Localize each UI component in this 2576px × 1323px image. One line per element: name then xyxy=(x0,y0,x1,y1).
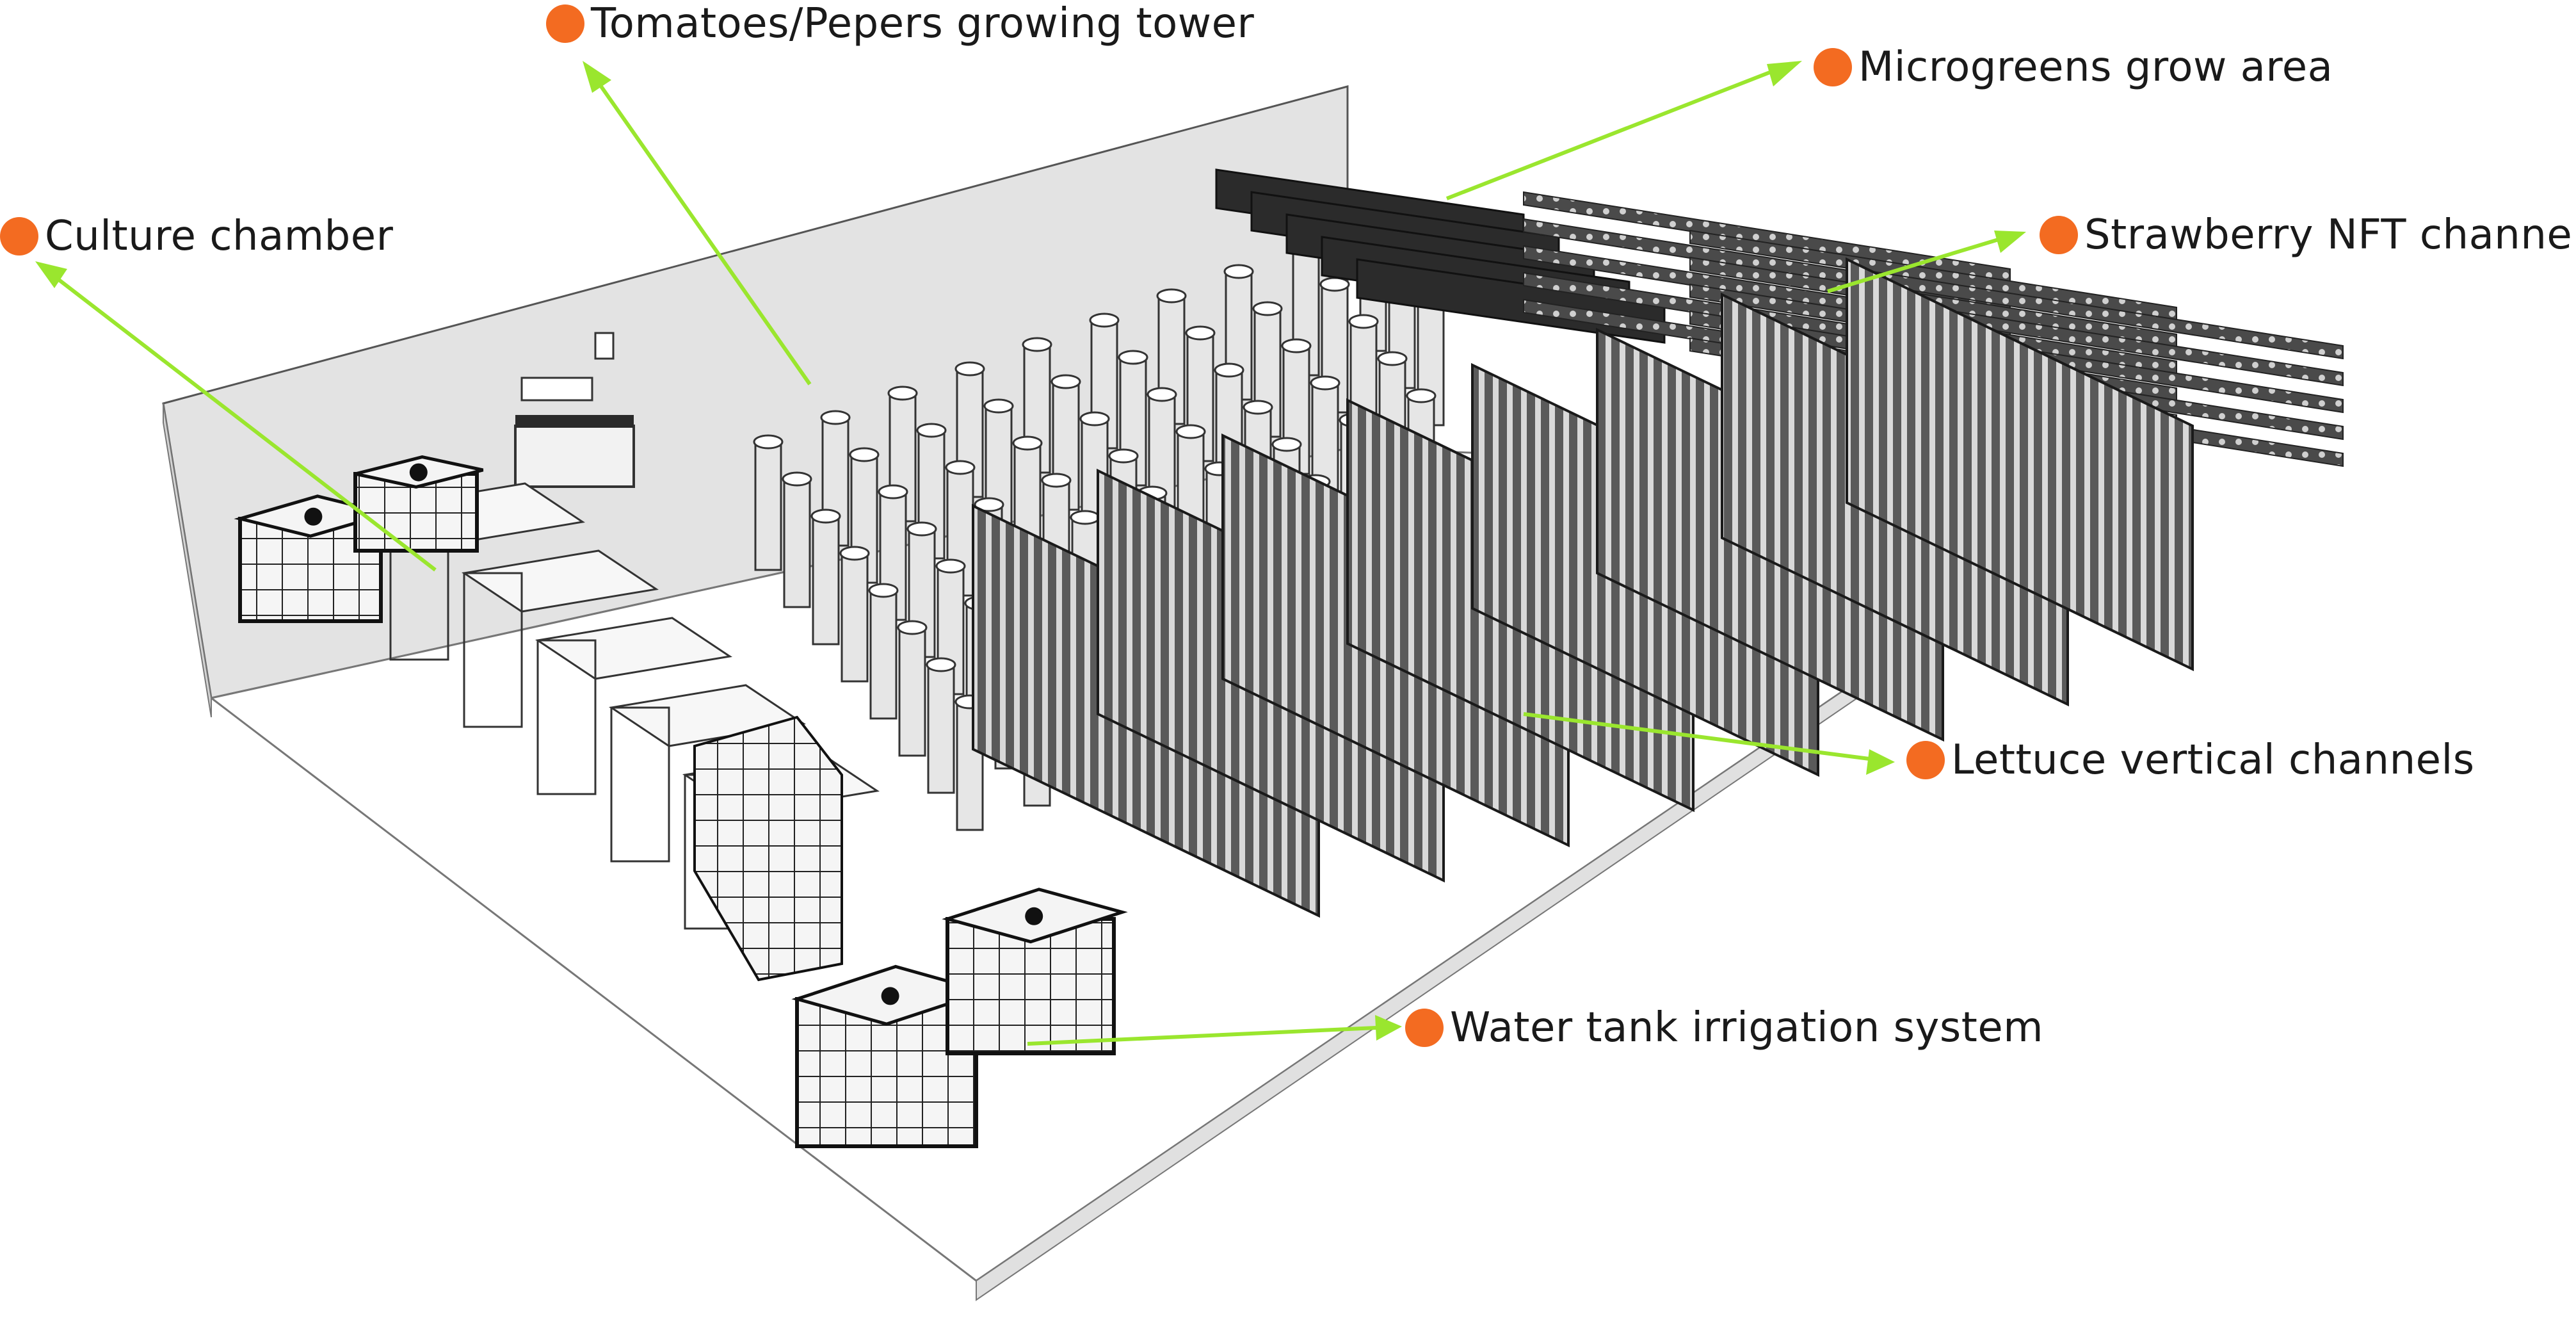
shelf-top xyxy=(535,617,732,680)
leader-culture xyxy=(44,267,437,572)
orange-dot-icon xyxy=(546,4,584,43)
shelf-frame xyxy=(463,572,523,728)
leader-strawberry xyxy=(1827,235,2008,293)
tower-cap xyxy=(1156,288,1187,304)
tower-cap xyxy=(782,471,812,487)
water-tank-back-cap xyxy=(1025,907,1043,925)
growing-tower xyxy=(754,441,782,571)
floor-left-edge xyxy=(163,403,212,718)
label-water-text: Water tank irrigation system xyxy=(1450,1004,2044,1051)
label-water: Water tank irrigation system xyxy=(1405,1004,2043,1051)
tower-cap xyxy=(1319,277,1350,292)
tower-cap xyxy=(1012,435,1043,451)
shelf-top xyxy=(462,549,659,613)
leader-tomatoes xyxy=(590,72,812,386)
orange-dot-icon xyxy=(1814,48,1852,86)
tower-cap xyxy=(1271,437,1302,452)
tower-cap xyxy=(1175,424,1206,439)
tower-cap xyxy=(945,460,976,475)
sink-bench xyxy=(514,332,635,488)
tower-cap xyxy=(954,361,985,377)
tower-cap xyxy=(1243,400,1273,415)
tower-cap xyxy=(897,620,928,635)
tower-cap xyxy=(810,508,841,524)
label-strawberry: Strawberry NFT channels xyxy=(2040,211,2576,259)
growing-tower xyxy=(841,552,869,683)
tower-cap xyxy=(1377,351,1408,366)
culture-tank-left-cap xyxy=(304,507,323,526)
tower-cap xyxy=(983,398,1014,414)
label-strawberry-text: Strawberry NFT channels xyxy=(2084,211,2576,259)
growing-tower xyxy=(812,515,840,645)
shelf-frame xyxy=(536,639,597,795)
tower-cap xyxy=(820,410,851,425)
leader-water xyxy=(1027,1026,1377,1046)
tower-cap xyxy=(849,447,880,462)
label-microgreens-text: Microgreens grow area xyxy=(1858,44,2333,91)
tower-cap xyxy=(1051,374,1081,389)
label-lettuce-text: Lettuce vertical channels xyxy=(1951,736,2475,784)
growing-tower xyxy=(869,589,898,720)
label-culture: Culture chamber xyxy=(0,213,393,260)
leader-lines xyxy=(35,61,2026,1046)
dark-shelf-unit xyxy=(693,715,843,982)
tower-cap xyxy=(753,434,784,450)
tower-cap xyxy=(1348,314,1379,329)
tower-cap xyxy=(1079,411,1110,426)
water-tank-group xyxy=(234,455,1128,1148)
tower-cap xyxy=(1281,338,1312,353)
orange-dot-icon xyxy=(1906,741,1945,779)
tower-cap xyxy=(878,484,908,499)
tower-cap xyxy=(1147,387,1177,402)
tower-cap xyxy=(1022,337,1052,352)
label-lettuce: Lettuce vertical channels xyxy=(1906,736,2475,784)
growing-tower xyxy=(927,663,955,794)
tower-cap xyxy=(1252,301,1283,316)
lettuce-panel xyxy=(1846,257,2194,672)
tower-cap xyxy=(1108,448,1139,464)
tower-cap xyxy=(916,423,947,438)
tower-cap xyxy=(887,386,918,401)
arrowhead-tomatoes xyxy=(583,61,611,93)
label-tomatoes-text: Tomatoes/Pepers growing tower xyxy=(591,0,1255,47)
lettuce-panel-group xyxy=(972,257,2194,918)
arrowhead-microgreens xyxy=(1767,61,1802,86)
tower-cap xyxy=(868,583,899,598)
growing-tower xyxy=(898,626,926,757)
tower-cap xyxy=(935,558,966,574)
arrowhead-water xyxy=(1375,1015,1402,1041)
tower-cap xyxy=(1041,473,1072,488)
tower-cap xyxy=(1310,375,1340,391)
growing-tower xyxy=(783,478,811,608)
culture-tank-right-cap xyxy=(409,463,428,482)
arrowhead-culture xyxy=(35,261,67,288)
leader-lettuce xyxy=(1523,712,1870,761)
orange-dot-icon xyxy=(2040,216,2078,254)
leader-microgreens xyxy=(1445,65,1784,200)
tower-cap xyxy=(974,497,1004,512)
tower-cap xyxy=(906,521,937,537)
tower-cap xyxy=(1406,388,1437,403)
arrowhead-lettuce xyxy=(1866,749,1895,775)
water-tank-front-cap xyxy=(881,987,899,1005)
label-culture-text: Culture chamber xyxy=(45,213,394,260)
shelf-frame xyxy=(610,706,670,863)
arrowhead-strawberry xyxy=(1994,231,2026,253)
label-microgreens: Microgreens grow area xyxy=(1814,44,2333,91)
tower-cap xyxy=(1070,510,1100,525)
orange-dot-icon xyxy=(1405,1009,1444,1047)
tower-cap xyxy=(839,546,870,561)
tower-cap xyxy=(1185,325,1216,341)
label-tomatoes: Tomatoes/Pepers growing tower xyxy=(546,0,1254,47)
tower-cap xyxy=(1214,362,1244,378)
tower-cap xyxy=(1118,350,1148,365)
tower-cap xyxy=(1089,312,1120,328)
tower-cap xyxy=(926,657,956,672)
orange-dot-icon xyxy=(0,217,38,256)
tower-cap xyxy=(1223,264,1254,279)
